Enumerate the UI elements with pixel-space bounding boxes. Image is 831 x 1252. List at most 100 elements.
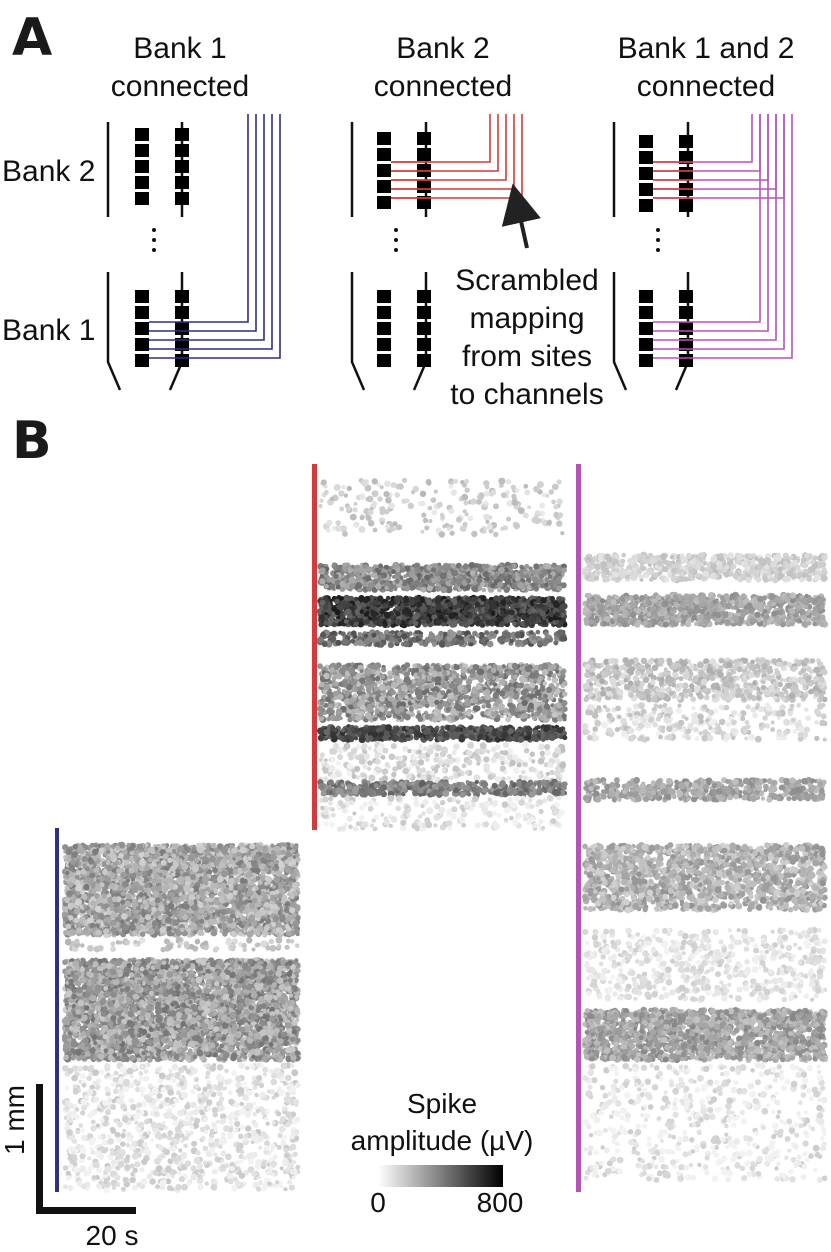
spike-dot: [554, 769, 561, 777]
spike-dot: [438, 614, 444, 620]
wire-bank2: [391, 114, 507, 181]
spike-dot: [411, 581, 416, 585]
spike-dot: [435, 603, 443, 611]
spike-dot: [467, 742, 475, 749]
spike-dot: [470, 498, 477, 505]
spike-dot: [436, 712, 442, 718]
spike-dot: [477, 733, 484, 740]
wire-bank2: [391, 114, 523, 199]
spike-dot: [335, 639, 342, 646]
spike-dot: [366, 566, 373, 573]
spike-dot: [426, 585, 433, 592]
spike-dot: [398, 705, 405, 712]
spike-dot: [369, 684, 375, 689]
spike-dot: [466, 578, 472, 584]
spike-dot: [520, 727, 526, 733]
spike-dot: [522, 639, 528, 646]
bank1-site: [679, 306, 693, 319]
spike-dot: [453, 664, 460, 671]
spike-dot: [396, 715, 402, 720]
spike-dot: [534, 664, 539, 670]
spike-dot: [462, 609, 468, 616]
spike-dot: [376, 745, 384, 753]
spike-dot: [424, 756, 430, 762]
spike-dot: [319, 700, 325, 706]
spike-dot: [517, 581, 525, 589]
bank2-site: [679, 167, 693, 180]
spike-dot: [382, 620, 387, 625]
panel-b-letter: B: [12, 411, 52, 471]
spike-dot: [438, 630, 444, 637]
spike-dot: [333, 681, 339, 687]
spike-dot: [352, 693, 358, 698]
spike-dot: [339, 736, 345, 742]
spike-dot: [343, 493, 349, 498]
spike-dot: [394, 605, 400, 611]
wire-bank1: [149, 114, 249, 323]
spike-dot: [490, 489, 497, 496]
bank1-site: [175, 290, 189, 303]
wire-bank2: [391, 114, 515, 190]
probe-diagrams: [106, 114, 793, 391]
spike-dot: [350, 748, 358, 755]
spike-dot: [349, 513, 357, 521]
bank2-site: [175, 128, 189, 141]
spike-dot: [562, 735, 568, 741]
bank1-site: [639, 322, 653, 335]
spike-dot: [383, 603, 388, 609]
spike-dot: [394, 618, 402, 626]
spike-dot: [477, 566, 484, 573]
spike-dot: [384, 523, 391, 530]
spike-dot: [362, 582, 367, 587]
bank2-site: [135, 160, 149, 173]
spike-dot: [404, 713, 411, 721]
bank1-site: [639, 354, 653, 367]
spike-dot: [337, 754, 344, 760]
spike-dot: [359, 493, 366, 500]
spike-dot: [541, 662, 549, 669]
spike-dot: [323, 728, 331, 736]
spike-dot: [431, 509, 438, 516]
bank2-site: [377, 164, 391, 177]
spike-dot: [539, 686, 545, 692]
spike-dot: [448, 612, 455, 620]
spike-dot: [543, 638, 550, 645]
spike-dot: [467, 618, 474, 625]
spike-dot: [509, 609, 515, 616]
spike-dot: [493, 503, 499, 510]
spike-dot: [445, 706, 451, 712]
spike-dot: [392, 561, 400, 569]
spike-dot: [353, 736, 359, 741]
spike-dot: [483, 711, 489, 716]
spike-dot: [454, 615, 459, 620]
spike-dot: [355, 610, 360, 616]
spike-dot: [479, 727, 486, 735]
spike-dot: [372, 599, 378, 606]
spike-dot: [363, 598, 369, 604]
spike-dot: [517, 507, 525, 515]
spike-dot: [367, 760, 373, 766]
spike-dot: [447, 753, 452, 758]
spike-dot: [335, 584, 341, 590]
spike-dot: [397, 483, 404, 490]
spike-dot: [323, 620, 329, 626]
spike-dot: [476, 498, 482, 505]
spike-dot: [331, 731, 336, 737]
spike-dot: [521, 769, 526, 775]
spike-dot: [412, 614, 418, 621]
spike-dot: [329, 496, 335, 502]
spike-dot: [325, 696, 331, 703]
spike-dot: [381, 572, 388, 579]
spike-dot: [390, 743, 397, 750]
bank2-site: [639, 151, 653, 164]
bank2-site: [639, 183, 653, 196]
spike-dot: [331, 622, 337, 628]
spike-dot: [425, 735, 430, 740]
spike-dot: [443, 683, 448, 688]
spike-dot: [455, 578, 463, 585]
spike-dot: [522, 512, 529, 519]
spike-dot: [535, 629, 541, 635]
spike-dot: [547, 569, 551, 574]
spike-dot: [554, 611, 560, 617]
spike-dot: [360, 673, 366, 679]
